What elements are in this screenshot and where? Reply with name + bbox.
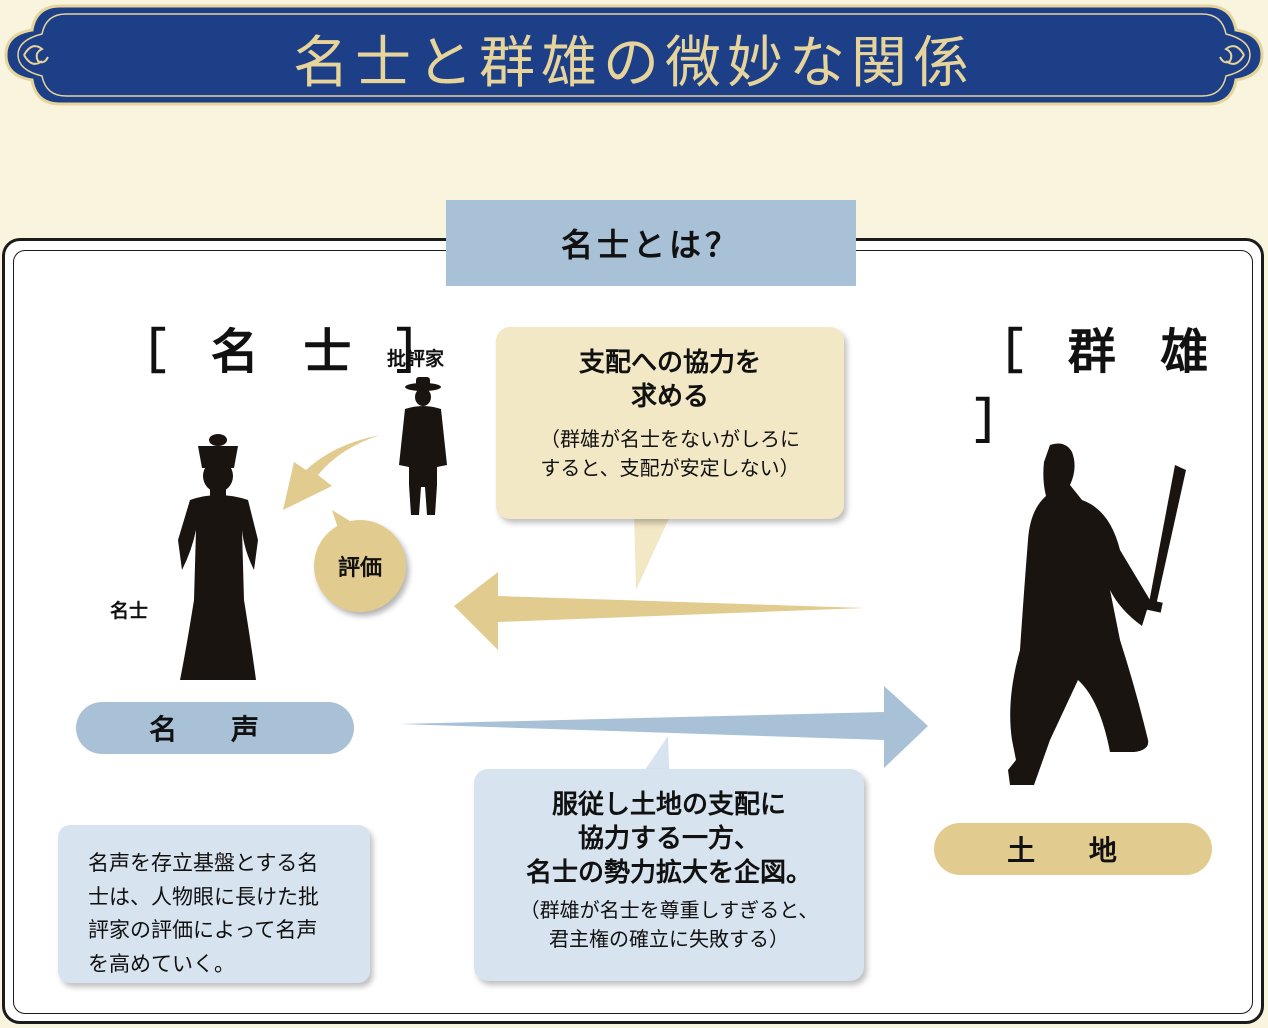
top-card-sub-line: すると、支配が安定しない） [540, 455, 800, 480]
bottom-card-sub-line: 君主権の確立に失敗する） [549, 927, 789, 952]
title-banner: 名士と群雄の微妙な関係 [0, 0, 1268, 120]
bottom-card-sub: （群雄が名士を尊重しすぎると、 君主権の確立に失敗する） [474, 896, 864, 954]
meishi-description: 名声を存立基盤とする名 士は、人物眼に長けた批 評家の評価によって名声 を高めて… [58, 825, 370, 983]
fame-pill: 名 声 [76, 702, 354, 754]
meishi-heading: ［ 名 士 ］ [118, 324, 459, 380]
scholar-silhouette-icon [178, 434, 258, 680]
bottom-card-main-line: 服従し土地の支配に [551, 790, 786, 820]
bottom-card-sub-line: （群雄が名士を尊重しすぎると、 [519, 898, 819, 923]
description-line: 評家の評価によって名声 [88, 918, 318, 943]
page-title: 名士と群雄の微妙な関係 [293, 31, 975, 96]
scholar-label: 名士 [110, 600, 149, 622]
land-pill: 土 地 [934, 823, 1212, 875]
top-card-main: 支配への協力を 求める [496, 347, 844, 415]
support-request-arrow [454, 572, 865, 650]
critic-label: 批評家 [387, 348, 445, 370]
description-line: 士は、人物眼に長けた批 [88, 884, 319, 909]
bottom-card-main: 服従し土地の支配に 協力する一方、 名士の勢力拡大を企図。 [474, 789, 864, 890]
evaluation-arrow [283, 435, 380, 510]
gunyu-heading: ［ 群 雄 ］ [975, 324, 1223, 450]
evaluation-bubble: 評価 [314, 520, 406, 612]
description-line: 名声を存立基盤とする名 [88, 851, 319, 875]
top-card-sub: （群雄が名士をないがしろに すると、支配が安定しない） [496, 425, 844, 483]
critic-silhouette-icon [399, 377, 447, 515]
top-card-main-line: 求める [630, 381, 709, 412]
header-tab: 名士とは？ [446, 200, 856, 286]
cooperation-card: 服従し土地の支配に 協力する一方、 名士の勢力拡大を企図。 （群雄が名士を尊重し… [474, 769, 864, 981]
top-card-main-line: 支配への協力を [578, 348, 761, 378]
banner-background [4, 4, 1264, 106]
description-line: を高めていく。 [88, 951, 235, 976]
bottom-card-main-line: 協力する一方、 [577, 823, 760, 854]
top-card-sub-line: （群雄が名士をないがしろに [540, 426, 800, 451]
top-card-tail [634, 512, 672, 590]
cooperation-arrow [400, 686, 928, 768]
support-request-card: 支配への協力を 求める （群雄が名士をないがしろに すると、支配が安定しない） [496, 327, 844, 519]
warrior-silhouette-icon [1008, 443, 1186, 785]
bottom-card-main-line: 名士の勢力拡大を企図。 [525, 857, 812, 888]
ornament-icon [23, 45, 1245, 65]
